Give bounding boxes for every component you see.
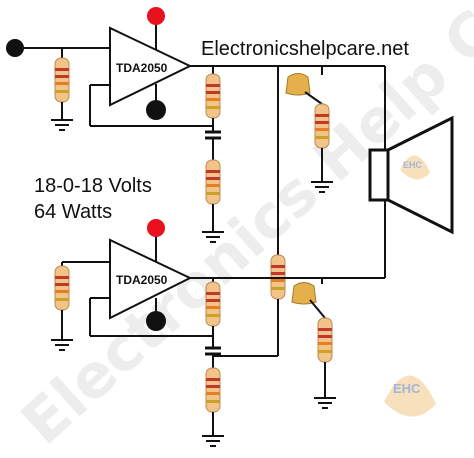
ground-resistor-top [205, 159, 221, 205]
op-amp-triangle-top [109, 26, 193, 107]
positive-rail-bottom [147, 219, 165, 237]
svg-text:EHC: EHC [393, 381, 421, 396]
supply-voltage: 18-0-18 Volts [34, 175, 152, 197]
ground-symbol [50, 119, 74, 131]
negative-rail-bottom [146, 311, 166, 331]
ground-symbol [201, 435, 225, 447]
chip-label-top: TDA2050 [116, 61, 168, 75]
ground-symbol [310, 181, 334, 193]
op-amp-triangle-bottom [109, 238, 193, 320]
amplifier-top: TDA2050 [6, 7, 385, 243]
amplifier-bottom: TDA2050 [50, 219, 385, 447]
output-power: 64 Watts [34, 201, 113, 223]
watermark-logo: EHC [400, 155, 430, 180]
ground-symbol [201, 231, 225, 243]
feedback-resistor-top [205, 73, 221, 119]
feedback-resistor-bottom [205, 281, 221, 327]
zobel-resistor-top [314, 103, 330, 149]
chip-label-bottom: TDA2050 [116, 273, 168, 287]
zobel-resistor-bottom [317, 317, 333, 363]
zobel-capacitor-bottom [291, 282, 317, 305]
ground-resistor-bottom [205, 367, 221, 413]
input-resistor-bottom [54, 265, 70, 311]
site-title: Electronicshelpcare.net [201, 38, 409, 60]
specs-block: 18-0-18 Volts 64 Watts [34, 173, 152, 225]
positive-rail-top [147, 7, 165, 25]
ground-symbol [50, 339, 74, 351]
svg-text:EHC: EHC [403, 160, 423, 170]
input-resistor-top [54, 57, 70, 103]
watermark-logo: EHC [384, 375, 436, 417]
ground-symbol [313, 397, 337, 409]
negative-rail-top [146, 100, 166, 120]
